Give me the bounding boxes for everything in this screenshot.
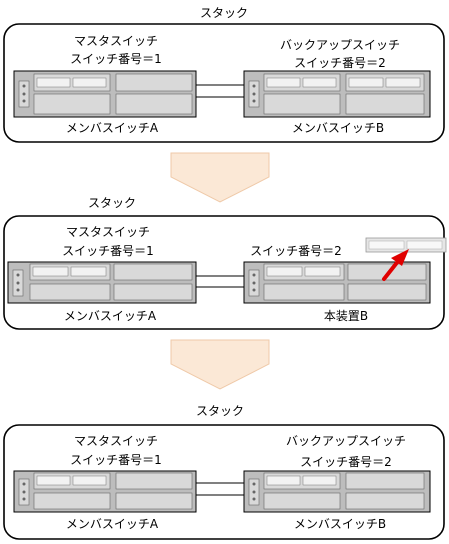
process-arrow-down-2 xyxy=(170,339,270,390)
switch-a-number-1: スイッチ番号＝1 xyxy=(70,52,162,66)
switch-a-role-2: マスタスイッチ xyxy=(65,225,151,239)
switch-a-member-1: メンバスイッチA xyxy=(65,121,159,135)
switch-b-role-1: バックアップスイッチ xyxy=(279,38,401,52)
switch-a-role-3: マスタスイッチ xyxy=(73,434,159,448)
expansion-module xyxy=(365,237,447,253)
stack-label-3: スタック xyxy=(195,404,245,418)
process-arrow-down-1 xyxy=(170,152,270,203)
stack-cables-2 xyxy=(196,275,244,288)
switch-b-number-1: スイッチ番号＝2 xyxy=(294,56,386,70)
switch-a-member-3: メンバスイッチA xyxy=(65,517,159,531)
stack-cables-3 xyxy=(196,482,244,496)
switch-b-device-1 xyxy=(243,70,431,118)
switch-a-device-2 xyxy=(7,261,197,304)
switch-b-device-3 xyxy=(243,470,431,513)
switch-a-device-1 xyxy=(13,70,197,118)
insert-arrow xyxy=(382,249,409,281)
switch-a-device-3 xyxy=(13,470,197,513)
stack-label-1: スタック xyxy=(199,6,249,20)
stack-label-2: スタック xyxy=(87,196,137,210)
switch-b-member-3: メンバスイッチB xyxy=(293,517,387,531)
switch-b-role-3: バックアップスイッチ xyxy=(285,434,407,448)
stack-cables-1 xyxy=(196,84,244,98)
switch-b-member-1: メンバスイッチB xyxy=(291,121,385,135)
switch-a-role-1: マスタスイッチ xyxy=(73,34,159,48)
switch-a-number-2: スイッチ番号＝1 xyxy=(62,244,154,258)
switch-b-number-2: スイッチ番号＝2 xyxy=(250,244,342,258)
switch-b-device-2 xyxy=(243,261,431,304)
switch-a-member-2: メンバスイッチA xyxy=(63,309,157,323)
switch-b-number-3: スイッチ番号＝2 xyxy=(300,455,392,469)
switch-a-number-3: スイッチ番号＝1 xyxy=(70,453,162,467)
switch-b-member-2: 本装置B xyxy=(323,309,369,323)
